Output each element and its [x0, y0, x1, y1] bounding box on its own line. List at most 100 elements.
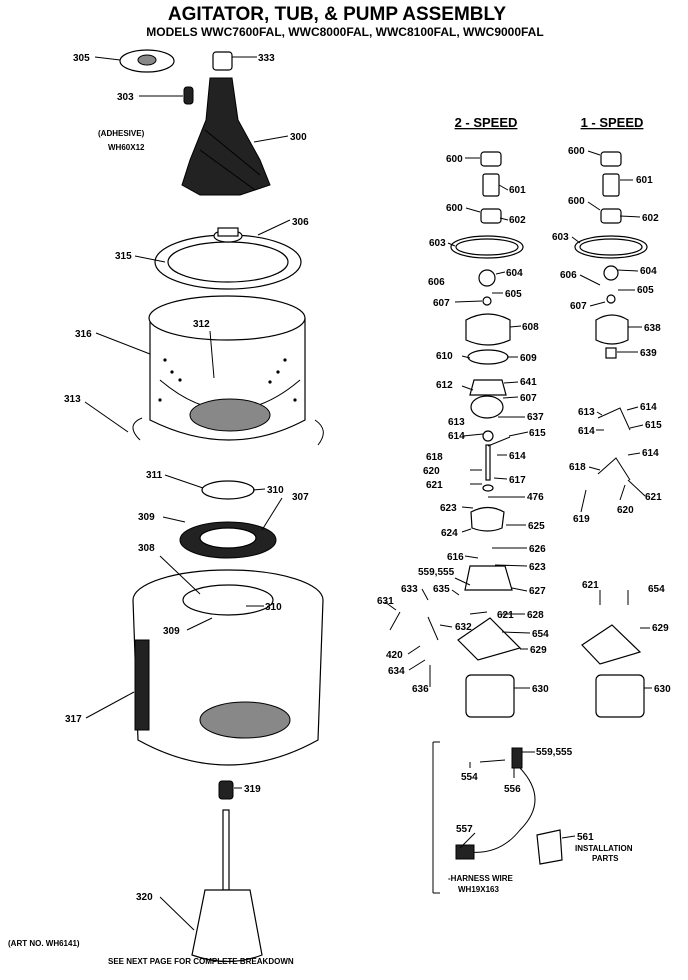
callout: 556	[504, 784, 521, 795]
callout: 602	[509, 215, 526, 226]
callout: 607	[520, 393, 537, 404]
clip-313	[132, 417, 324, 446]
callout: 311	[146, 470, 163, 481]
callout: 603	[429, 238, 446, 249]
callout: 557	[456, 824, 473, 835]
ring-311	[201, 480, 255, 500]
callout: 315	[115, 251, 132, 262]
agitator-300	[181, 77, 271, 196]
callout: 614	[448, 431, 465, 442]
callout: 618	[426, 452, 443, 463]
callout: 629	[530, 645, 547, 656]
callout: 316	[75, 329, 92, 340]
tub-cover-306	[154, 227, 302, 290]
callout: 607	[570, 301, 587, 312]
callout: 614	[640, 402, 657, 413]
callout: 633	[401, 584, 418, 595]
callout: 303	[117, 92, 134, 103]
callout: 312	[193, 319, 210, 330]
callout: 630	[654, 684, 671, 695]
callout: 614	[642, 448, 659, 459]
callout: 619	[573, 514, 590, 525]
one-speed-header: 1 - SPEED	[581, 115, 644, 130]
callout: 630	[532, 684, 549, 695]
callout: 654	[648, 584, 665, 595]
callout: 600	[568, 146, 585, 157]
callout: 629	[652, 623, 669, 634]
callout: 615	[645, 420, 662, 431]
installation-number: 561	[577, 832, 594, 843]
callout: 638	[644, 323, 661, 334]
callout: 621	[497, 610, 514, 621]
diagram-title: AGITATOR, TUB, & PUMP ASSEMBLY	[168, 4, 506, 25]
callout: 639	[640, 348, 657, 359]
callout: 559,555	[536, 747, 573, 758]
agitator-cap-305	[119, 49, 175, 73]
callout: 320	[136, 892, 153, 903]
callout: 637	[527, 412, 544, 423]
callout: 476	[527, 492, 544, 503]
callout: 613	[578, 407, 595, 418]
callout: 634	[388, 666, 405, 677]
callout: 623	[529, 562, 546, 573]
callout: 308	[138, 543, 155, 554]
one-speed-parts	[574, 151, 648, 718]
callout: 612	[436, 380, 453, 391]
callout: 618	[569, 462, 586, 473]
callout: 620	[423, 466, 440, 477]
callout: 604	[506, 268, 523, 279]
callout: 614	[578, 426, 595, 437]
callout: 605	[637, 285, 654, 296]
callout: 608	[522, 322, 539, 333]
callout: 623	[440, 503, 457, 514]
callout: 317	[65, 714, 82, 725]
callout: 420	[386, 650, 403, 661]
hub-307	[179, 521, 277, 559]
callout: 621	[582, 580, 599, 591]
callout: 621	[645, 492, 662, 503]
callout: 559,555	[418, 567, 455, 578]
callout: 600	[446, 154, 463, 165]
harness-label: -HARNESS WIRE	[448, 874, 514, 883]
installation-parts: PARTS	[592, 854, 619, 863]
callout: 641	[520, 377, 537, 388]
callout: 625	[528, 521, 545, 532]
callout: 310	[265, 602, 282, 613]
callout: 554	[461, 772, 478, 783]
callout: 626	[529, 544, 546, 555]
callout: 604	[640, 266, 657, 277]
callout: 600	[568, 196, 585, 207]
callout: 602	[642, 213, 659, 224]
harness-part: WH19X163	[458, 885, 499, 894]
callout: 624	[441, 528, 458, 539]
callout: 309	[138, 512, 155, 523]
callout: 621	[426, 480, 443, 491]
callout: 305	[73, 53, 90, 64]
leader-lines	[84, 56, 652, 931]
seal-303	[183, 86, 194, 105]
callout: 600	[446, 203, 463, 214]
callout: 605	[505, 289, 522, 300]
art-number: (ART NO. WH6141)	[8, 939, 80, 948]
models-line: MODELS WWC7600FAL, WWC8000FAL, WWC8100FA…	[146, 25, 543, 39]
callout: 632	[455, 622, 472, 633]
callout: 620	[617, 505, 634, 516]
callout: 635	[433, 584, 450, 595]
callout: 313	[64, 394, 81, 405]
harness-callouts: 559,555 554 556 557 561 INSTALLATION PAR…	[448, 747, 633, 894]
callout: 607	[433, 298, 450, 309]
callout: 606	[560, 270, 577, 281]
callout: 654	[532, 629, 549, 640]
two-speed-callouts: 600 601 600 602 603 606 604 607 605 608 …	[377, 154, 549, 695]
basket-316	[148, 295, 306, 441]
harness-box	[432, 741, 563, 894]
two-speed-header: 2 - SPEED	[455, 115, 518, 130]
adhesive-label: (ADHESIVE)	[98, 129, 145, 138]
callout: 606	[428, 277, 445, 288]
one-speed-callouts: 600 601 600 602 603 606 604 607 605 638 …	[552, 146, 671, 695]
callout: 628	[527, 610, 544, 621]
callout: 616	[447, 552, 464, 563]
callout: 601	[636, 175, 653, 186]
callout: 309	[163, 626, 180, 637]
